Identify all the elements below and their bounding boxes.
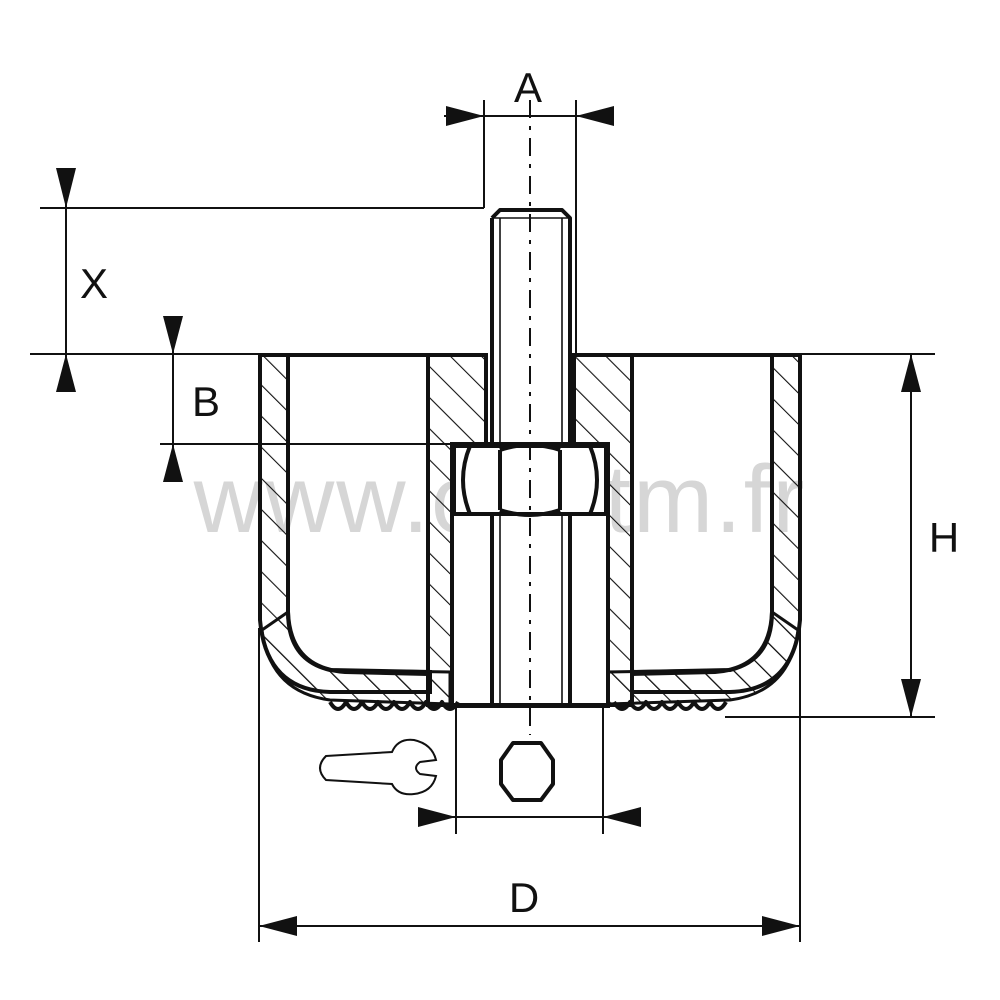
- dimension-x: [30, 168, 484, 392]
- dimension-h: [725, 353, 935, 718]
- serrated-foot-left: [328, 700, 460, 711]
- inner-cavity-right: [631, 355, 774, 676]
- threaded-stud: [490, 208, 572, 704]
- hex-end-view: [499, 741, 555, 802]
- dimension-a-label: A: [514, 64, 542, 111]
- dimension-hex-width: [418, 705, 641, 834]
- dimension-x-label: X: [80, 260, 108, 307]
- dimension-a: [444, 100, 614, 355]
- dimension-d-label: D: [509, 874, 539, 921]
- dimension-b: [160, 316, 452, 482]
- dimension-d: [258, 628, 801, 942]
- dimension-b-label: B: [192, 378, 220, 425]
- serrated-foot-right: [612, 700, 728, 711]
- wrench-icon: [319, 738, 438, 796]
- dimension-h-label: H: [929, 514, 959, 561]
- inner-cavity-left: [286, 355, 429, 676]
